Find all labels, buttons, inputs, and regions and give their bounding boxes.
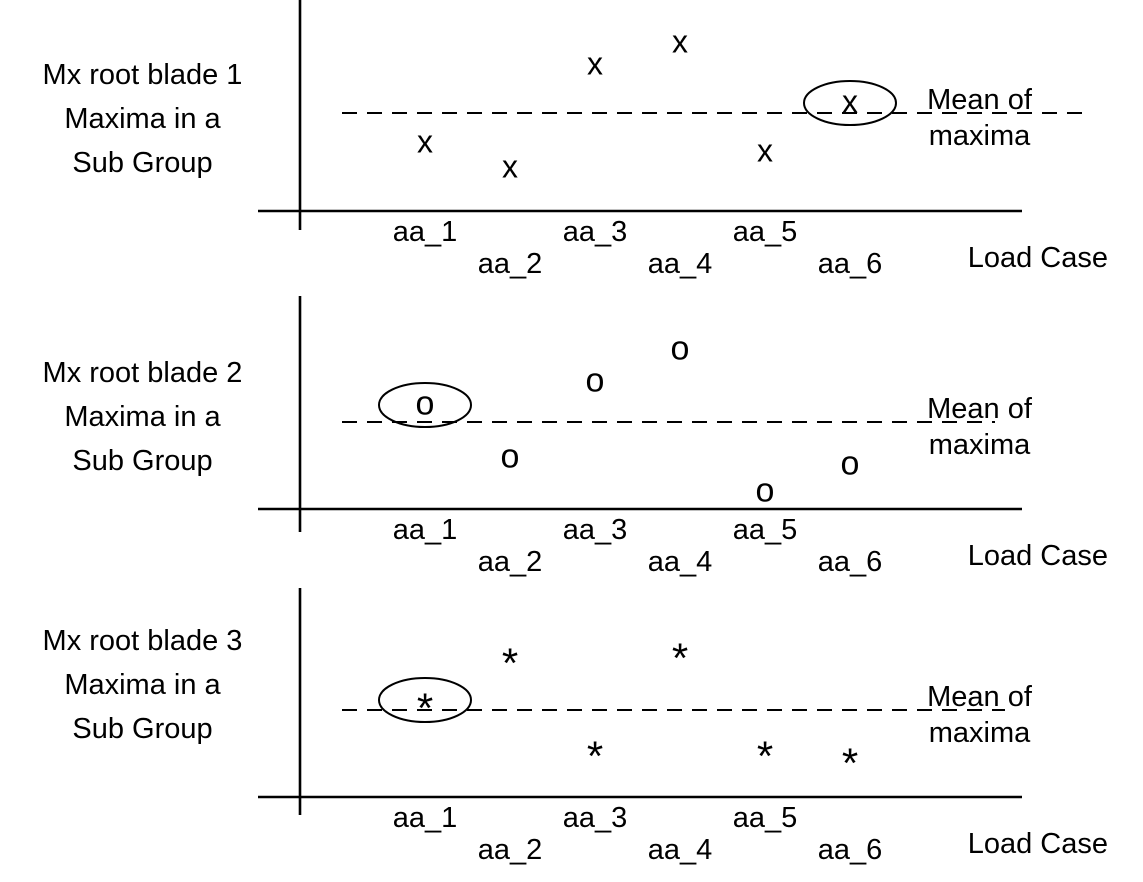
plot-area [258, 588, 1022, 815]
y-axis-label-line: Sub Group [72, 147, 213, 179]
y-axis-label-line: Mx root blade 1 [42, 59, 243, 91]
mean-label-line: maxima [928, 717, 1031, 749]
mean-label-line: maxima [928, 120, 1031, 152]
highlight-ellipse [378, 677, 472, 723]
mean-label-line: Mean of [927, 393, 1032, 425]
load-case-label: Load Case [967, 540, 1108, 572]
y-axis-label-line: Sub Group [72, 445, 213, 477]
y-axis-label-line: Mx root blade 3 [42, 625, 243, 657]
chart-panel-3: Mx root blade 3 Maxima in a Sub Group **… [0, 588, 1143, 882]
y-axis-label: Mx root blade 1 Maxima in a Sub Group [0, 53, 285, 185]
mean-label-line: Mean of [927, 84, 1032, 116]
mean-of-maxima-label: Mean of maxima [897, 679, 1062, 751]
y-axis-label-line: Mx root blade 2 [42, 357, 243, 389]
mean-of-maxima-label: Mean of maxima [897, 391, 1062, 463]
mean-of-maxima-label: Mean of maxima [897, 82, 1062, 154]
plot-area [258, 296, 1022, 532]
y-axis-label-line: Maxima in a [64, 401, 221, 433]
plot-area [258, 0, 1090, 230]
y-axis-label-line: Maxima in a [64, 103, 221, 135]
mean-label-line: maxima [928, 429, 1031, 461]
y-axis-label-line: Sub Group [72, 713, 213, 745]
y-axis-label-line: Maxima in a [64, 669, 221, 701]
load-case-label: Load Case [967, 242, 1108, 274]
y-axis-label: Mx root blade 3 Maxima in a Sub Group [0, 619, 285, 751]
highlight-ellipse [803, 80, 897, 126]
y-axis-label: Mx root blade 2 Maxima in a Sub Group [0, 351, 285, 483]
mean-label-line: Mean of [927, 681, 1032, 713]
load-case-label: Load Case [967, 828, 1108, 860]
highlight-ellipse [378, 382, 472, 428]
